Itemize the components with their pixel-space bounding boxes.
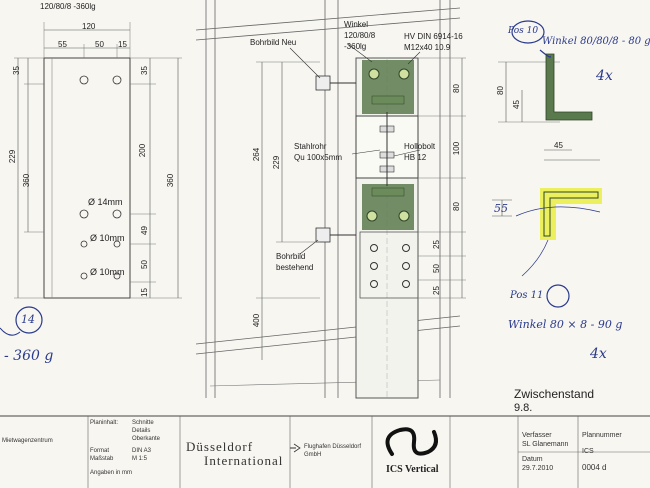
dim-right: 50 [139, 260, 149, 269]
massstab-value: M 1:5 [132, 456, 148, 462]
stahlrohr-label: Qu 100x5mm [294, 153, 343, 162]
dim-center-right: 50 [431, 264, 441, 273]
hole [113, 240, 121, 248]
winkel-label: 120/80/8 [344, 31, 376, 40]
dim-pos10: 45 [511, 100, 521, 109]
client-logo: International [204, 453, 284, 468]
dim-center-right: 25 [431, 286, 441, 295]
massstab-label: Maßstab [90, 456, 114, 462]
angaben: Angaben in mm [90, 470, 133, 476]
weight-note: - 360 g [4, 348, 54, 364]
winkel-label: -360lg [344, 42, 367, 51]
hollobolt-label: HB 12 [404, 153, 427, 162]
dim-center: 264 [252, 147, 262, 162]
hole-label: Ø 10mm [90, 233, 125, 243]
dim-pos10: 45 [554, 141, 563, 150]
hole [80, 240, 88, 248]
dim-right-outer: 360 [166, 173, 176, 188]
hole [113, 272, 121, 280]
plannummer-prefix: ICS [582, 448, 594, 455]
bohrbild-neu-label: Bohrbild Neu [250, 38, 297, 47]
plate-outline [43, 57, 131, 299]
hole [112, 75, 122, 85]
dim-sub: 55 [58, 40, 67, 49]
dim-center-right: 100 [452, 141, 462, 156]
winkel-label: Winkel [344, 20, 369, 29]
status-title: Zwischenstand [514, 387, 595, 401]
dim-center-right: 80 [451, 84, 461, 93]
datum-value: 29.7.2010 [522, 465, 554, 472]
dim-center: 400 [252, 313, 262, 328]
dim-pos11: 55 [494, 202, 508, 215]
dim-pos10: 80 [495, 86, 505, 95]
dim-center-right: 25 [431, 240, 441, 249]
hole [80, 272, 88, 280]
planinhalt: Details [132, 428, 151, 434]
dim-right: 49 [139, 226, 149, 235]
dim-right: 200 [138, 143, 148, 158]
angle-pos10 [545, 53, 593, 121]
pos10-label: Pos 10 [508, 26, 539, 36]
status-value: 9.8. [514, 402, 533, 414]
hollobolt-label: Hollobolt [404, 142, 436, 151]
datum-label: Datum [522, 456, 543, 463]
stahlrohr-label: Stahlrohr [294, 142, 327, 151]
dim-left: 35 [11, 66, 21, 75]
hole [112, 209, 122, 219]
company-name: ICS Vertical [386, 464, 439, 475]
winkel-pos11: Winkel 80 × 8 - 90 g [508, 318, 623, 331]
client-logo: Düsseldorf [186, 439, 254, 454]
bohrbild-bestehend-label: bestehend [276, 263, 314, 272]
plate-header: 120/80/8 -360lg [40, 2, 96, 11]
ics-logo [385, 427, 438, 456]
pos11-label: Pos 11 [510, 290, 544, 301]
dim-left: 360 [22, 173, 32, 188]
hole [79, 75, 89, 85]
hole-label: Ø 10mm [90, 267, 125, 277]
format-label: Format [90, 448, 110, 454]
client-name: Flughafen Düsseldorf [304, 444, 362, 450]
upper-angle-bracket [362, 60, 414, 114]
hole [79, 209, 89, 219]
dim-sub: 15 [118, 40, 127, 49]
qty-pos10: 4x [596, 68, 613, 84]
planinhalt: Schnitte [132, 420, 154, 426]
hv-label: M12x40 10.9 [404, 43, 451, 52]
dim-center: 229 [272, 155, 282, 170]
hole-label: Ø 14mm [88, 197, 123, 207]
plannummer-label: Plannummer [582, 432, 622, 439]
dim-right: 35 [139, 66, 149, 75]
hv-label: HV DIN 6914-16 [404, 32, 463, 41]
plannummer-value: 0004 d [582, 463, 607, 472]
dim-right: 15 [139, 288, 149, 297]
qty-pos11: 4x [590, 346, 607, 362]
project-name: Mietwagenzentrum [2, 438, 53, 444]
planinhalt-label: Planinhalt: [90, 420, 119, 426]
angle-pos11 [543, 191, 599, 237]
dim-width: 120 [82, 22, 96, 31]
client-name: GmbH [304, 452, 322, 458]
planinhalt: Oberkante [132, 436, 161, 442]
verfasser-value: SL Glanemann [522, 441, 569, 448]
dim-sub: 50 [95, 40, 104, 49]
dim-left: 229 [8, 149, 18, 164]
format-value: DIN A3 [132, 448, 152, 454]
winkel-pos10: Winkel 80/80/8 - 80 g [542, 36, 650, 47]
pos14-label: 14 [21, 313, 35, 326]
dim-center-right: 80 [451, 202, 461, 211]
angle-pos11-highlight [540, 188, 602, 240]
bohrbild-bestehend-label: Bohrbild [276, 252, 306, 261]
verfasser-label: Verfasser [522, 432, 552, 439]
